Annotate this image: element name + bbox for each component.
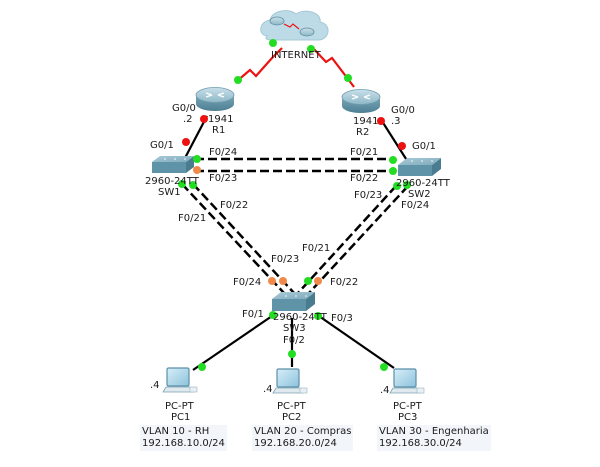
internet-label: INTERNET <box>271 50 321 61</box>
status-dot-down <box>377 117 385 125</box>
link-sw1-sw3-b[interactable] <box>192 183 295 294</box>
sw2-g01-label: G0/1 <box>412 141 436 152</box>
r2-wan-ip: .3 <box>391 116 401 127</box>
status-dot-up <box>269 39 277 47</box>
sw3-name: SW3 <box>283 323 306 334</box>
status-dot-blocked <box>268 277 276 285</box>
pc2-vlan-note: VLAN 20 - Compras 192.168.20.0/24 <box>252 425 354 451</box>
link-r1-sw1[interactable] <box>184 115 208 159</box>
serial-link-r1-internet[interactable] <box>236 47 283 82</box>
pc1-icon[interactable] <box>162 367 198 393</box>
pc2-ip: .4 <box>263 384 273 395</box>
pc3-vlan: VLAN 30 - Engenharia <box>379 426 489 437</box>
router-r1-icon[interactable] <box>195 87 235 112</box>
link-sw3-pc1[interactable] <box>192 313 276 371</box>
pc2-network: 192.168.20.0/24 <box>254 438 337 449</box>
serial-link-internet-r2[interactable] <box>311 46 355 88</box>
status-dot-up <box>389 167 397 175</box>
status-dot-up <box>288 350 296 358</box>
sw1-f022-label: F0/22 <box>220 200 249 211</box>
sw2-model: 2960-24TT <box>396 178 450 189</box>
switch-sw1-icon[interactable] <box>152 156 194 173</box>
sw1-f024-label: F0/24 <box>209 147 238 158</box>
sw3-f03-label: F0/3 <box>331 313 353 324</box>
status-dot-up <box>178 180 186 188</box>
status-dot-up <box>307 45 315 53</box>
pc2-name: PC2 <box>282 412 302 423</box>
sw2-f022-label: F0/22 <box>350 173 379 184</box>
sw1-f021-label: F0/21 <box>178 213 207 224</box>
pc3-name: PC3 <box>398 412 418 423</box>
sw2-name: SW2 <box>408 189 431 200</box>
pc3-icon[interactable] <box>389 368 425 394</box>
internet-cloud-icon[interactable] <box>260 10 329 41</box>
status-dot-down <box>398 142 406 150</box>
link-sw2-sw3-b[interactable] <box>308 185 409 294</box>
pc1-network: 192.168.10.0/24 <box>142 438 225 449</box>
sw1-g01-label: G0/1 <box>150 140 174 151</box>
pc1-model: PC-PT <box>165 401 194 412</box>
status-dot-blocked <box>314 277 322 285</box>
r1-model: 1941 <box>208 114 234 125</box>
status-dot-up <box>314 312 322 320</box>
switch-sw2-icon[interactable] <box>398 158 441 176</box>
sw3-f023-label: F0/23 <box>271 254 300 265</box>
status-dot-up <box>403 181 411 189</box>
status-dot-up <box>389 156 397 164</box>
sw1-f023-label: F0/23 <box>209 173 238 184</box>
pc1-vlan: VLAN 10 - RH <box>142 426 210 437</box>
link-sw3-pc3[interactable] <box>315 313 395 369</box>
pc3-network: 192.168.30.0/24 <box>379 438 462 449</box>
sw2-f024-label: F0/24 <box>401 200 430 211</box>
sw3-f02-label: F0/2 <box>283 335 305 346</box>
pc2-icon[interactable] <box>272 368 308 394</box>
sw1-name: SW1 <box>158 187 181 198</box>
sw3-model: 2960-24TT <box>273 312 327 323</box>
pc1-name: PC1 <box>171 412 191 423</box>
r1-name: R1 <box>212 125 226 136</box>
sw3-f01-label: F0/1 <box>242 309 264 320</box>
pc2-vlan: VLAN 20 - Compras <box>254 426 352 437</box>
status-dot-up <box>344 74 352 82</box>
pc1-ip: .4 <box>150 380 160 391</box>
r2-wan-interface: G0/0 <box>391 105 415 116</box>
r1-wan-ip: .2 <box>183 114 193 125</box>
pc3-ip: .4 <box>380 385 390 396</box>
status-dot-up <box>234 76 242 84</box>
pc1-vlan-note: VLAN 10 - RH 192.168.10.0/24 <box>140 425 227 451</box>
r2-name: R2 <box>356 127 370 138</box>
r2-model: 1941 <box>353 116 379 127</box>
pc2-model: PC-PT <box>277 401 306 412</box>
link-status-indicators <box>178 39 411 371</box>
status-dot-blocked <box>279 277 287 285</box>
status-dot-up <box>198 363 206 371</box>
link-sw2-sw3-a[interactable] <box>297 185 397 294</box>
status-dot-up <box>304 277 312 285</box>
router-r2-icon[interactable] <box>341 89 381 114</box>
status-dot-up <box>380 363 388 371</box>
status-dot-up <box>393 182 401 190</box>
sw2-f023-label: F0/23 <box>354 190 383 201</box>
r1-wan-interface: G0/0 <box>172 103 196 114</box>
sw2-f021-label: F0/21 <box>350 147 379 158</box>
link-r2-sw2[interactable] <box>379 117 409 163</box>
status-dot-up <box>189 181 197 189</box>
pc3-model: PC-PT <box>393 401 422 412</box>
pc3-vlan-note: VLAN 30 - Engenharia 192.168.30.0/24 <box>377 425 491 451</box>
status-dot-blocked <box>193 166 201 174</box>
status-dot-up <box>193 155 201 163</box>
sw3-f022-label: F0/22 <box>330 277 359 288</box>
link-sw1-sw3-a[interactable] <box>181 183 285 294</box>
switch-sw3-icon[interactable] <box>272 292 315 311</box>
sw3-f021-label: F0/21 <box>302 243 331 254</box>
sw1-model: 2960-24TT <box>145 176 199 187</box>
status-dot-down <box>200 115 208 123</box>
sw3-f024-label: F0/24 <box>233 277 262 288</box>
status-dot-up <box>269 311 277 319</box>
status-dot-down <box>182 138 190 146</box>
